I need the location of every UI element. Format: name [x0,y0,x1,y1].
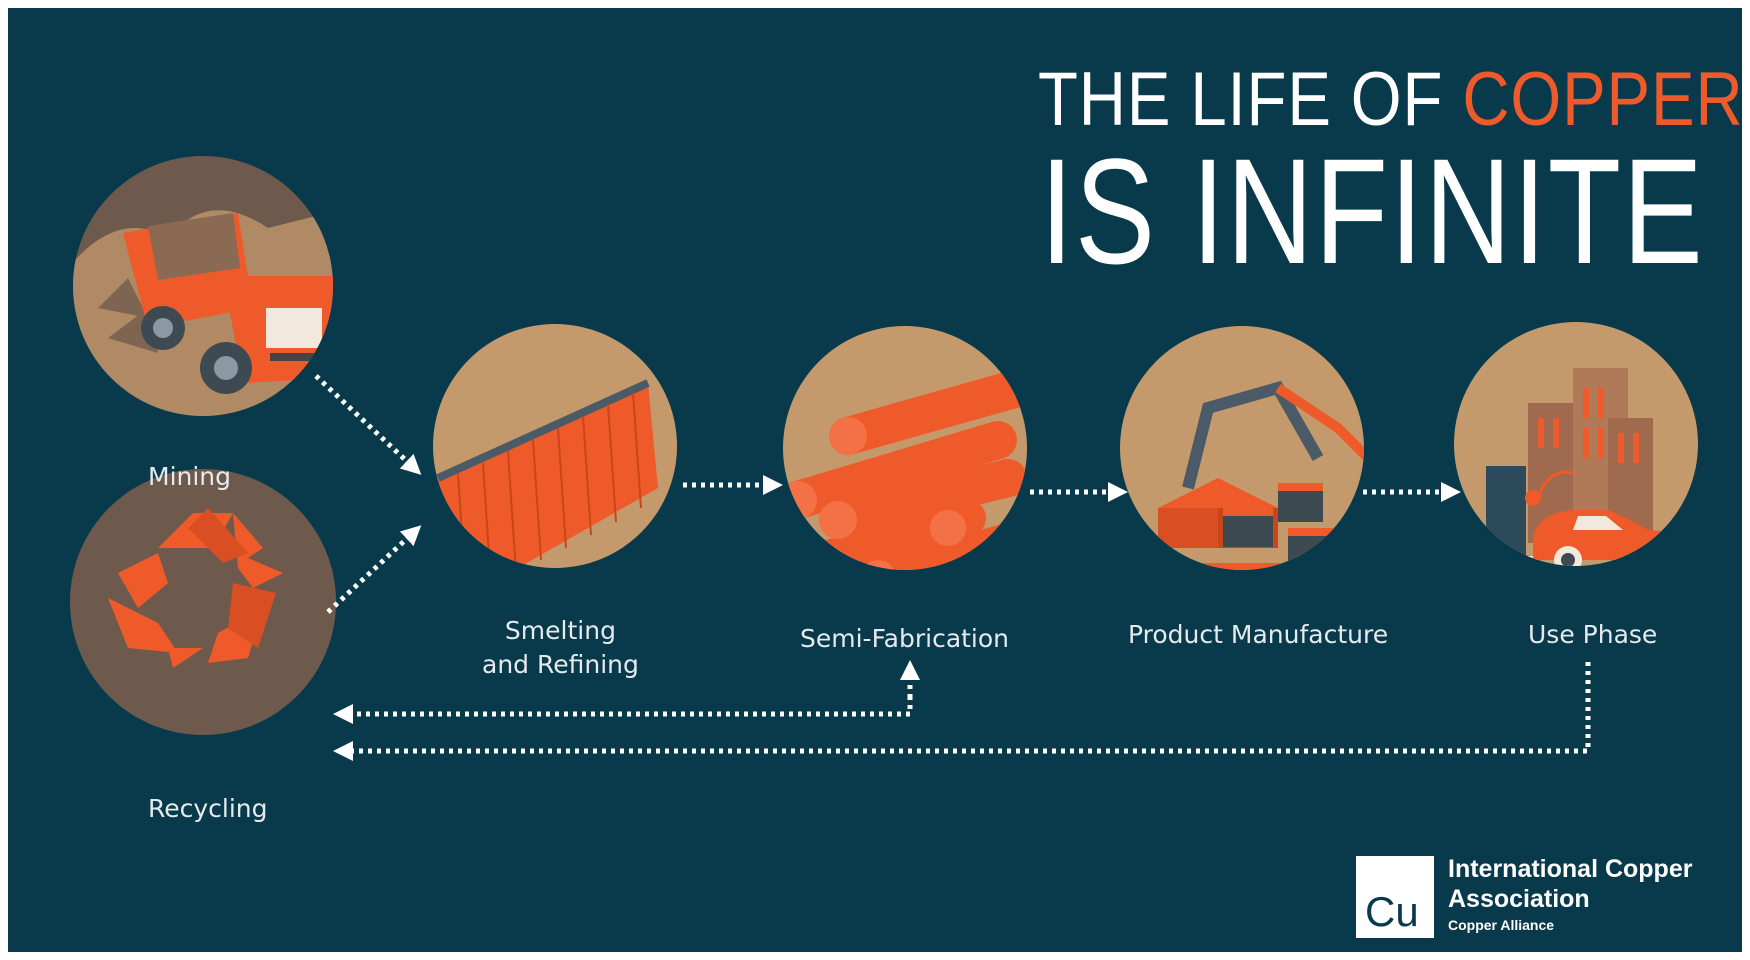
association-name-line2: Association [1448,885,1590,913]
label-smelting-line1: Smelting [504,616,616,645]
label-product-manufacture: Product Manufacture [1128,620,1389,649]
arrow-use-to-recycling [333,662,1591,761]
association-tagline: Copper Alliance [1448,917,1555,933]
mining-icon [73,156,333,416]
label-smelting-line2: and Refining [482,650,639,679]
label-semi-fabrication: Semi-Fabrication [800,624,1010,653]
infographic-canvas: THE LIFE OF COPPER IS INFINITE [8,8,1742,952]
title-prefix: THE LIFE OF [1038,57,1463,142]
title-line-1: THE LIFE OF COPPER [1038,60,1742,140]
association-name: International Copper Association Copper … [1448,854,1692,936]
label-use-phase: Use Phase [1528,620,1658,649]
product-manufacture-icon [1120,326,1364,570]
association-name-line1: International Copper [1448,855,1693,883]
label-mining: Mining [148,462,232,491]
arrow-semi-to-recycling [333,696,913,724]
recycling-icon [70,469,336,735]
arrow-recycling-to-smelting [326,525,422,614]
arrow-mining-to-smelting [314,374,422,475]
smelting-icon [433,324,677,568]
cu-symbol: Cu [1365,888,1419,935]
title-line-2: IS INFINITE [1040,127,1705,295]
cu-logo: Cu [1356,856,1434,938]
label-smelting: Smelting and Refining [482,614,639,682]
semi-fabrication-icon [783,326,1027,570]
title-accent-copper: COPPER [1462,57,1742,142]
use-phase-icon [1454,322,1698,566]
copper-lifecycle-diagram [70,156,1698,761]
label-recycling: Recycling [148,794,268,823]
